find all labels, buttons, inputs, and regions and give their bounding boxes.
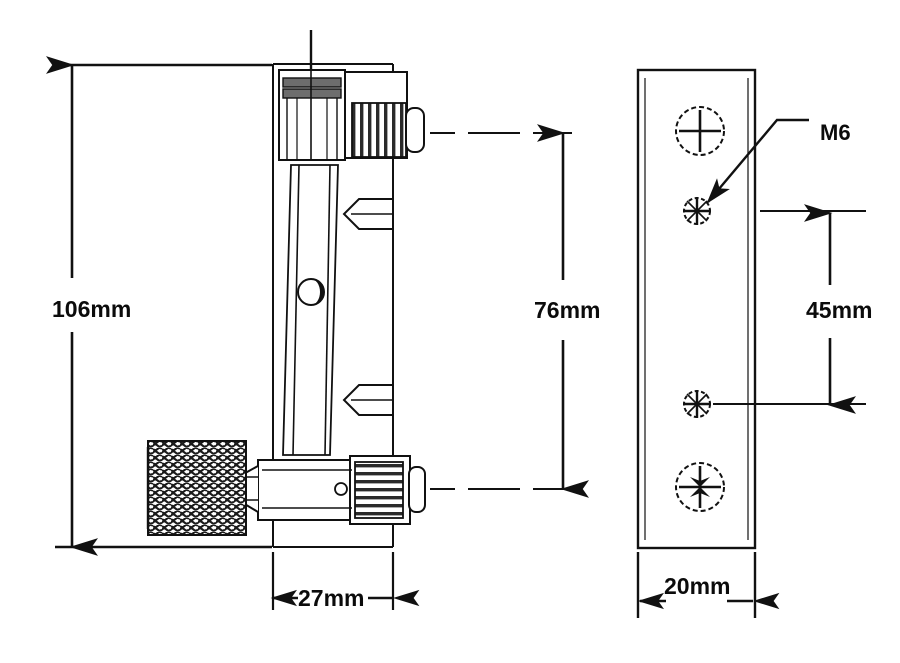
scale-pointers xyxy=(342,198,394,416)
dimension-20mm xyxy=(636,552,780,618)
bottom-thread xyxy=(354,461,404,519)
dimension-label-45mm: 45mm xyxy=(806,297,872,323)
knurled-control-knob[interactable] xyxy=(146,440,247,536)
tapered-measuring-tube xyxy=(282,164,339,456)
m6-hole-lower xyxy=(683,390,711,418)
dimension-label-76mm: 76mm xyxy=(534,297,600,323)
top-port-nose xyxy=(405,107,425,153)
dimension-106mm xyxy=(45,56,272,556)
callout-m6 xyxy=(706,118,809,204)
bottom-port-nose xyxy=(408,466,426,513)
bottom-compression-fitting xyxy=(237,455,426,525)
large-phillips-screw-top xyxy=(675,106,725,156)
callout-label-m6: M6 xyxy=(820,120,851,145)
top-thread xyxy=(351,102,407,158)
large-phillips-screw-bottom xyxy=(675,462,725,512)
dimension-label-106mm: 106mm xyxy=(52,296,131,322)
dimension-27mm xyxy=(270,552,420,610)
mounting-plate xyxy=(636,68,757,550)
m6-hole-upper xyxy=(683,197,711,225)
m6-leader-line xyxy=(706,118,809,204)
dimension-label-27mm: 27mm xyxy=(298,585,364,611)
valve-seat-detail xyxy=(334,482,348,496)
top-compression-fitting xyxy=(278,30,425,161)
dimension-label-20mm: 20mm xyxy=(664,573,730,599)
float-ball xyxy=(297,278,325,306)
